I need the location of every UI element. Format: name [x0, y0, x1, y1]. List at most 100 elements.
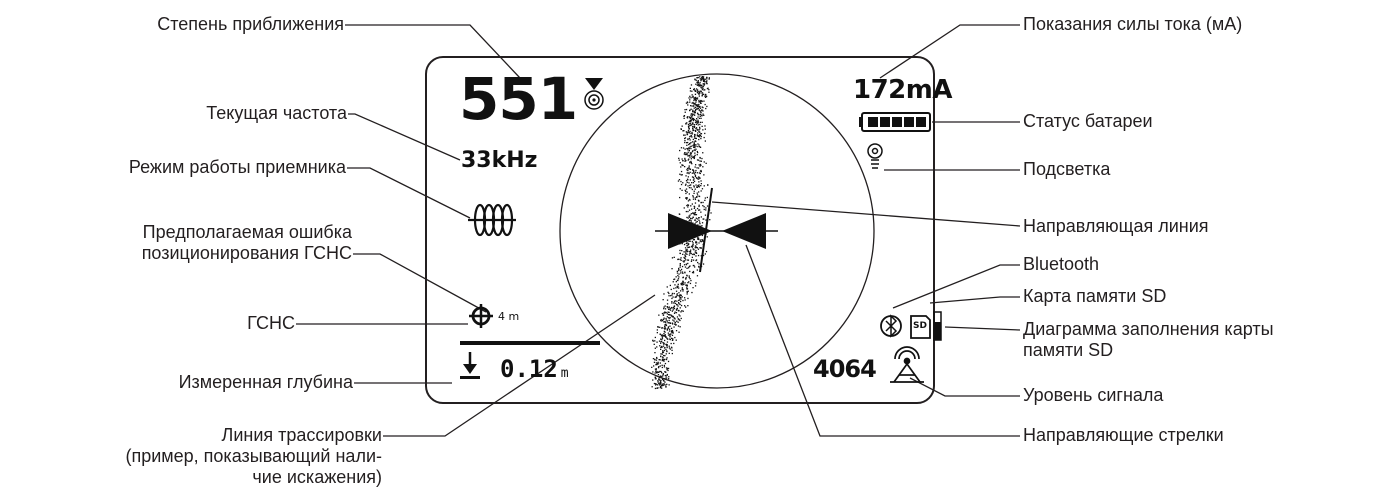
- trace-dot: [699, 223, 701, 225]
- trace-dot: [678, 157, 680, 159]
- trace-dot: [702, 76, 705, 78]
- trace-dot: [693, 110, 695, 112]
- trace-dot: [666, 367, 668, 370]
- trace-dot: [696, 105, 698, 108]
- trace-dot: [689, 184, 691, 187]
- trace-dot: [704, 132, 706, 135]
- trace-dot: [692, 259, 695, 261]
- trace-dot: [678, 179, 681, 181]
- trace-dot: [666, 328, 669, 330]
- trace-dot: [669, 308, 671, 310]
- trace-dot: [694, 121, 697, 124]
- trace-dot: [677, 295, 679, 297]
- trace-dot: [665, 371, 667, 373]
- trace-dot: [686, 169, 688, 171]
- triangle-target-icon: [584, 78, 604, 110]
- trace-dot: [696, 98, 698, 100]
- trace-dot: [692, 176, 695, 179]
- trace-dot: [693, 99, 695, 102]
- trace-dot: [675, 339, 677, 341]
- trace-dot: [679, 162, 681, 164]
- trace-dot: [662, 345, 665, 347]
- trace-dot: [703, 79, 706, 81]
- trace-dot: [688, 246, 690, 248]
- trace-dot: [694, 245, 697, 247]
- trace-dot: [699, 134, 701, 136]
- trace-dot: [701, 92, 704, 94]
- trace-dot: [678, 295, 681, 297]
- trace-dot: [652, 358, 655, 360]
- trace-dot: [697, 254, 700, 257]
- trace-dot: [660, 320, 662, 322]
- trace-dot: [700, 86, 702, 88]
- trace-dot: [672, 296, 674, 298]
- trace-dot: [689, 87, 691, 89]
- trace-dot: [703, 84, 705, 86]
- trace-dot: [706, 205, 709, 207]
- trace-dot: [660, 385, 663, 387]
- trace-dot: [690, 221, 692, 223]
- trace-dot: [686, 131, 688, 134]
- trace-dot: [694, 149, 696, 152]
- trace-dot: [697, 120, 699, 122]
- trace-dot: [695, 127, 698, 129]
- trace-dot: [665, 317, 667, 320]
- trace-dot: [691, 156, 693, 158]
- trace-dot: [680, 174, 682, 176]
- trace-dot: [663, 366, 666, 368]
- trace-dot: [656, 387, 658, 389]
- trace-dot: [696, 247, 698, 249]
- trace-dot: [689, 219, 691, 221]
- trace-dot: [683, 260, 686, 262]
- trace-dot: [680, 259, 682, 261]
- trace-dot: [696, 150, 698, 153]
- trace-dot: [657, 367, 660, 369]
- trace-dot: [701, 100, 703, 102]
- trace-dot: [685, 108, 688, 111]
- sd-fill-bar-icon: [933, 311, 942, 341]
- trace-dot: [686, 144, 688, 146]
- trace-dot: [689, 109, 691, 111]
- trace-dot: [699, 247, 701, 249]
- trace-dot: [692, 222, 694, 224]
- trace-dot: [671, 352, 673, 355]
- trace-dot: [692, 216, 694, 219]
- trace-dot: [693, 119, 695, 121]
- trace-dot: [699, 163, 702, 166]
- trace-dot: [690, 124, 692, 127]
- trace-dot: [666, 341, 669, 343]
- trace-dot: [694, 175, 697, 178]
- trace-dot: [689, 119, 691, 121]
- trace-dot: [692, 195, 694, 197]
- trace-dot: [688, 125, 690, 127]
- trace-dot: [687, 172, 689, 174]
- trace-dot: [681, 287, 683, 289]
- trace-dot: [689, 90, 692, 92]
- trace-dot: [688, 209, 691, 211]
- trace-dot: [675, 290, 678, 292]
- trace-dot: [688, 150, 690, 152]
- trace-dot: [683, 207, 685, 209]
- trace-dot: [700, 216, 702, 218]
- trace-dot: [701, 188, 704, 190]
- trace-dot: [692, 109, 694, 111]
- trace-dot: [695, 184, 697, 186]
- trace-dot: [703, 114, 705, 116]
- trace-dot: [701, 84, 703, 86]
- trace-dot: [687, 148, 689, 150]
- trace-dot: [692, 270, 695, 273]
- trace-dot: [683, 130, 685, 132]
- trace-dot: [694, 96, 697, 99]
- trace-dot: [694, 202, 697, 204]
- trace-dot: [705, 81, 708, 83]
- trace-dot: [693, 105, 695, 107]
- trace-dot: [692, 242, 694, 244]
- trace-dot: [680, 166, 682, 168]
- trace-dot: [673, 342, 675, 345]
- trace-dot: [683, 153, 685, 155]
- trace-dot: [702, 263, 705, 265]
- trace-dot: [672, 319, 674, 321]
- trace-dot: [689, 123, 691, 125]
- trace-dot: [693, 264, 695, 267]
